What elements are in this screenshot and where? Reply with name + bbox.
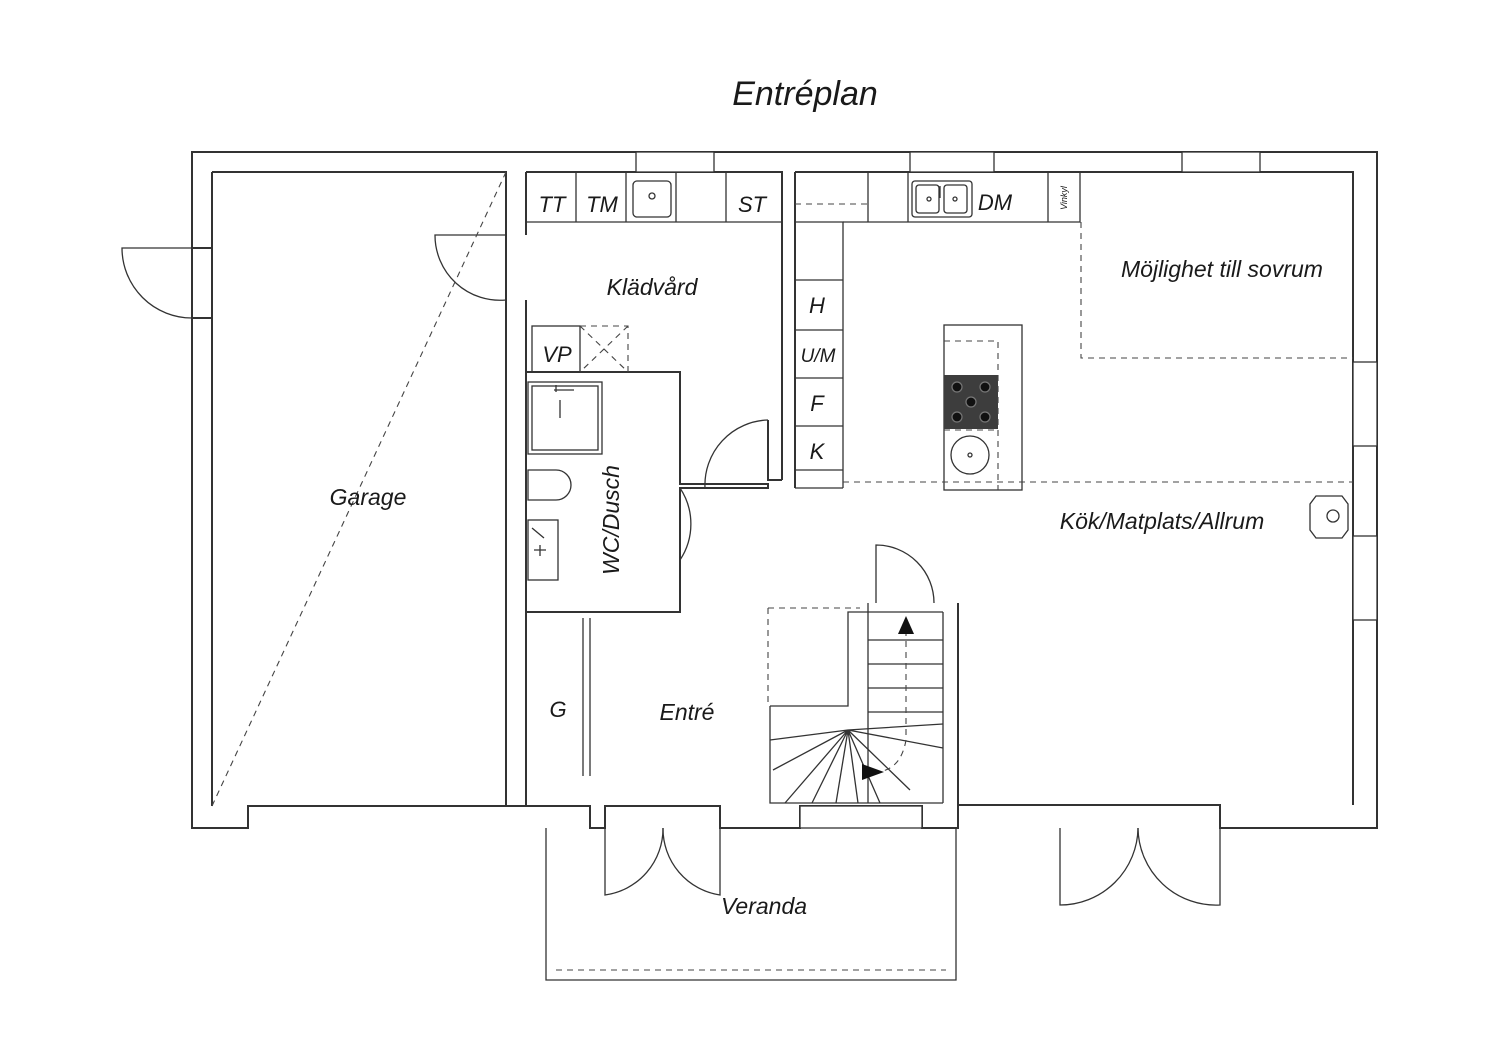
label-dm: DM: [978, 190, 1013, 215]
doors: [121, 234, 1221, 906]
kitchen-island: [943, 324, 1023, 491]
room-wc: WC/Dusch: [598, 465, 624, 575]
laundry-counter: [526, 172, 782, 373]
label-um: U/M: [801, 346, 836, 367]
fixture-labels: TT TM ST VP DM Vinkyl H U/M F K G: [539, 185, 1069, 722]
windows: [635, 151, 1378, 829]
wc-fixtures: [527, 381, 603, 581]
veranda-deck: [545, 828, 957, 981]
room-veranda: Veranda: [721, 893, 807, 919]
label-k: K: [810, 439, 826, 464]
chimney-icon: [1309, 495, 1349, 539]
room-entre: Entré: [660, 699, 715, 725]
room-labels: Garage Klädvård WC/Dusch Entré Kök/Matpl…: [330, 256, 1323, 919]
plan-title: Entréplan: [732, 75, 878, 113]
label-vinkyl: Vinkyl: [1059, 185, 1069, 210]
label-st: ST: [738, 192, 768, 217]
label-h: H: [809, 293, 825, 318]
room-sovrum: Möjlighet till sovrum: [1121, 256, 1323, 282]
label-f: F: [810, 391, 825, 416]
kitchen-counters: [795, 172, 1081, 489]
label-tt: TT: [539, 192, 567, 217]
room-garage: Garage: [330, 484, 407, 510]
room-kladvard: Klädvård: [607, 274, 699, 300]
room-kok: Kök/Matplats/Allrum: [1060, 508, 1265, 534]
stair: [769, 603, 944, 804]
label-vp: VP: [542, 342, 572, 367]
label-tm: TM: [586, 192, 618, 217]
label-g: G: [549, 697, 566, 722]
dashed-zones: [767, 222, 1353, 706]
